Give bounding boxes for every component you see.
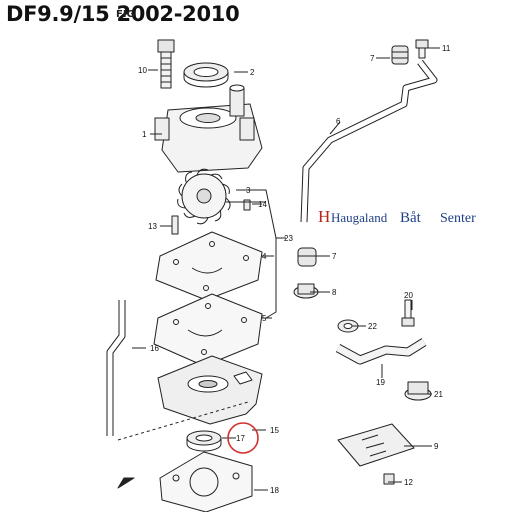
part-gasket-18[interactable]: [159, 451, 253, 512]
page-title: DF9.9/15 2002-2010: [6, 2, 240, 26]
callout-6: 6: [336, 117, 341, 126]
callout-13: 13: [148, 222, 157, 231]
callout-17: 17: [236, 434, 245, 443]
callout-9: 9: [434, 442, 439, 451]
callout-14: 14: [258, 200, 267, 209]
callout-15: 15: [270, 426, 279, 435]
part-pump-case-1[interactable]: [154, 84, 263, 173]
watermark-h: H: [318, 207, 330, 226]
part-grommet-7b[interactable]: [297, 247, 317, 267]
part-grommet-21[interactable]: [404, 381, 432, 401]
part-key-14[interactable]: [243, 199, 251, 211]
watermark-text-right: Senter: [440, 211, 476, 226]
callout-11: 11: [442, 44, 451, 53]
callout-7b: 7: [332, 252, 337, 261]
figure-label: FIG: [116, 9, 135, 20]
callout-22: 22: [368, 322, 377, 331]
callout-10: 10: [138, 66, 147, 75]
part-seal-17[interactable]: [186, 430, 222, 452]
watermark-text-left: Haugaland: [331, 210, 388, 225]
part-gasket-4[interactable]: [155, 231, 263, 301]
part-plate-5[interactable]: [153, 293, 263, 367]
highlight-circle: [227, 422, 259, 454]
callout-18: 18: [270, 486, 279, 495]
part-lower-case-15[interactable]: [117, 355, 263, 441]
part-impeller-3[interactable]: [177, 168, 231, 225]
callout-19: 19: [376, 378, 385, 387]
part-grommet-8[interactable]: [293, 283, 319, 299]
part-screw-11[interactable]: [415, 39, 429, 59]
callout-2: 2: [250, 68, 255, 77]
part-bolt-20[interactable]: [401, 299, 415, 327]
callout-4: 4: [262, 252, 267, 261]
callout-8: 8: [332, 288, 337, 297]
callout-7a: 7: [370, 54, 375, 63]
callout-20: 20: [404, 291, 413, 300]
part-bolt-10[interactable]: [157, 39, 175, 89]
callout-16: 16: [150, 344, 159, 353]
callout-21: 21: [434, 390, 443, 399]
callout-3: 3: [246, 186, 251, 195]
callout-12: 12: [404, 478, 413, 487]
part-screw-12[interactable]: [383, 473, 395, 485]
watermark: H Haugaland Båt Senter: [318, 207, 476, 226]
callout-1: 1: [142, 130, 147, 139]
callout-23: 23: [284, 234, 293, 243]
callout-5: 5: [262, 314, 267, 323]
part-pin-13[interactable]: [171, 215, 179, 235]
watermark-text-mid: Båt: [400, 210, 422, 226]
callout-labels: 10 2 1 3 14 13 23 4 5 16 6 7 11 7 8 22 2…: [138, 44, 451, 495]
part-plate-9[interactable]: [337, 423, 415, 467]
direction-arrow-icon: [117, 477, 135, 489]
part-seal-2[interactable]: [183, 62, 229, 88]
part-grommet-7a[interactable]: [391, 45, 409, 65]
